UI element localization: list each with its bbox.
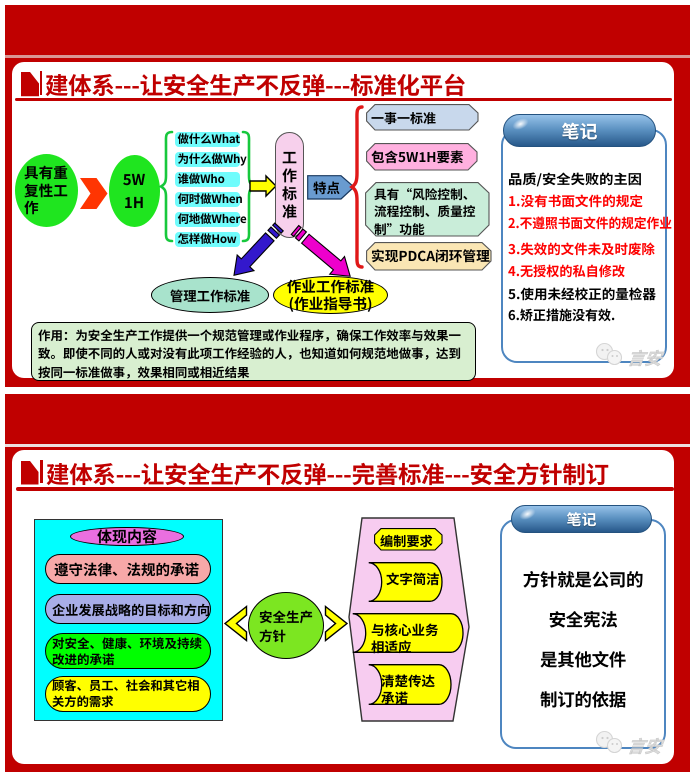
svg-text:言安: 言安: [626, 733, 665, 758]
svg-text:言安: 言安: [626, 345, 665, 370]
